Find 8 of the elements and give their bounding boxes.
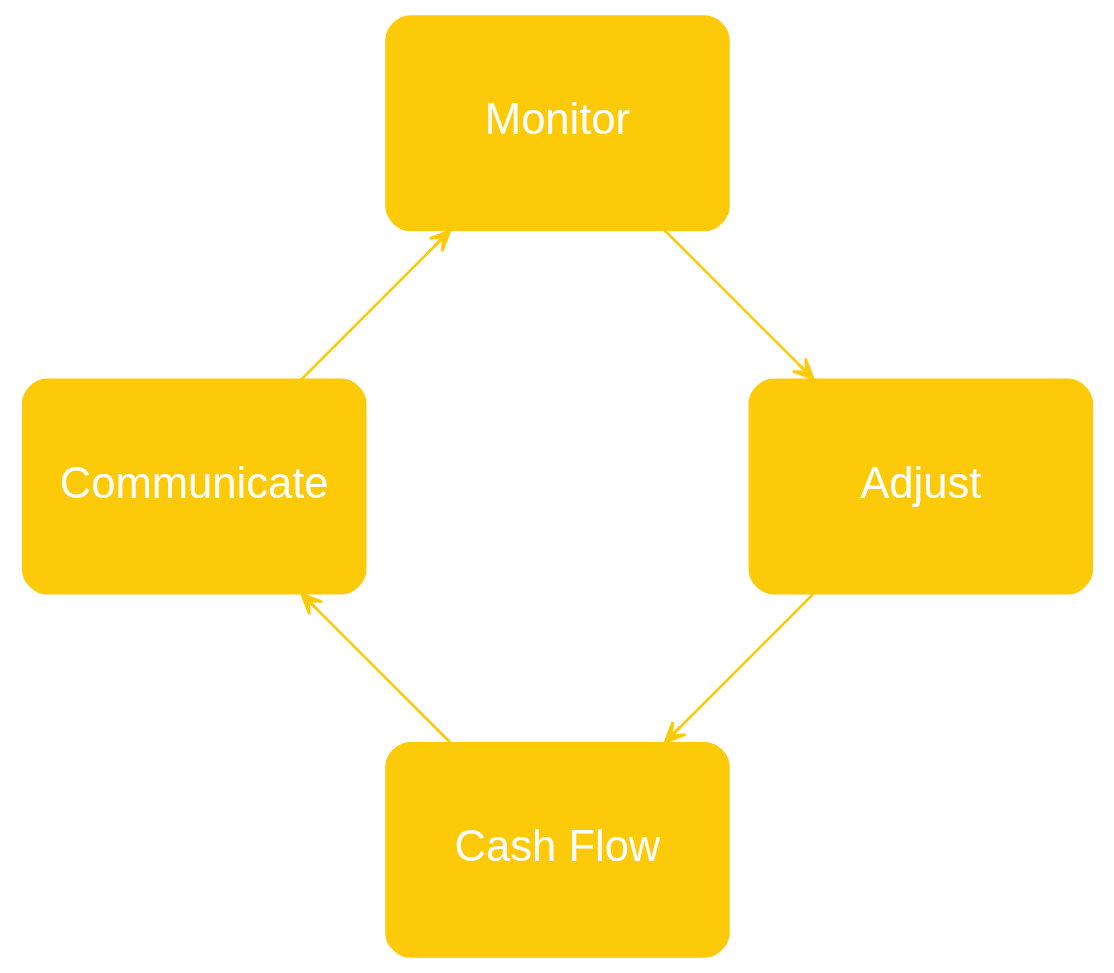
arrow <box>299 592 451 744</box>
node-box: Adjust <box>748 378 1093 595</box>
node-box: Cash Flow <box>384 741 730 958</box>
arrow <box>663 229 815 381</box>
node-box: Communicate <box>21 378 366 595</box>
node-box: Monitor <box>384 15 730 232</box>
arrow <box>299 229 451 381</box>
arrow <box>663 592 815 744</box>
